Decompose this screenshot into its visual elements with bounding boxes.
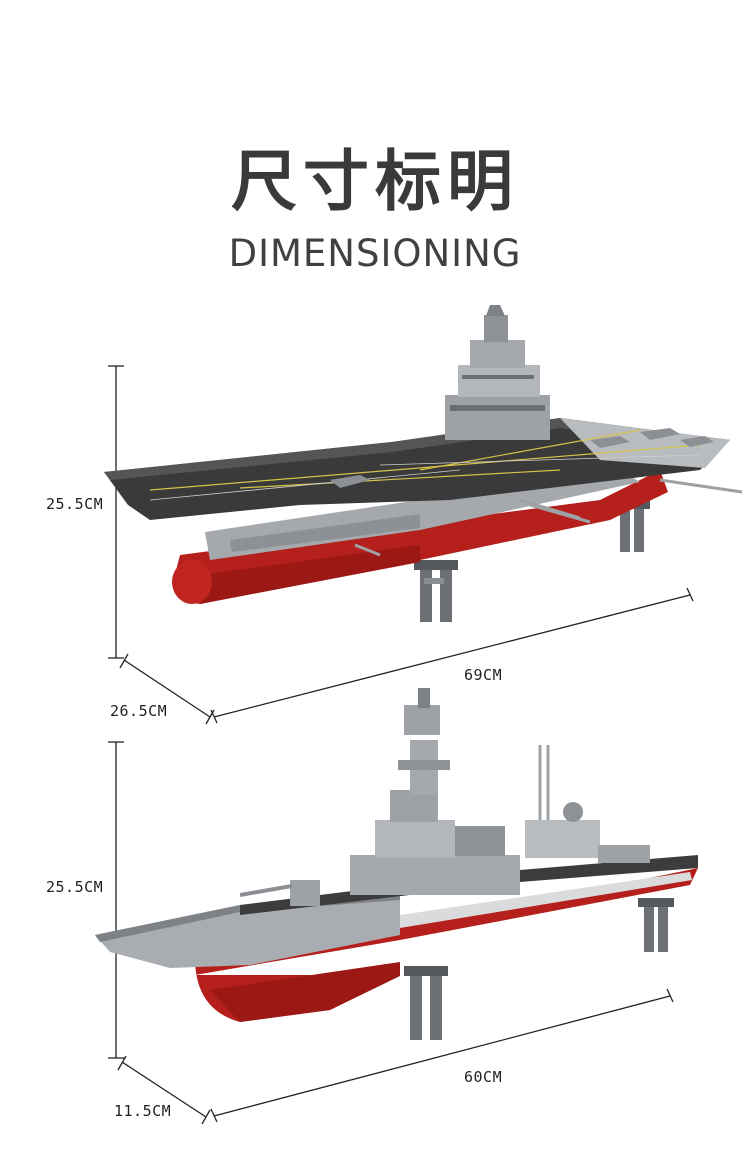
destroyer-stand-left	[404, 966, 448, 1040]
carrier-height-label: 25.5CM	[46, 495, 104, 513]
destroyer-stand-right	[638, 898, 674, 952]
destroyer-dimension-lines	[108, 741, 674, 1125]
carrier-dimension-lines	[108, 365, 694, 725]
aircraft-carrier-model	[104, 305, 743, 622]
destroyer-superstructure	[350, 790, 650, 895]
page-title-en: DIMENSIONING	[228, 232, 522, 275]
radar-dish-icon	[563, 802, 583, 822]
deck-markings	[149, 429, 701, 491]
carrier-jets	[330, 428, 714, 488]
carrier-island	[445, 305, 550, 440]
destroyer-width-label: 11.5CM	[114, 1102, 172, 1120]
carrier-guns	[354, 478, 743, 557]
destroyer-model	[95, 688, 698, 1040]
carrier-width-label: 26.5CM	[110, 702, 168, 720]
carrier-flight-deck	[104, 418, 730, 520]
page-title-cn: 尺寸标明	[231, 143, 519, 220]
carrier-stand-left	[414, 560, 458, 622]
destroyer-height-label: 25.5CM	[46, 878, 104, 896]
destroyer-length-label: 60CM	[464, 1068, 503, 1086]
destroyer-bow-gun	[239, 880, 320, 906]
carrier-length-label: 69CM	[464, 666, 503, 684]
destroyer-mast	[398, 688, 550, 820]
